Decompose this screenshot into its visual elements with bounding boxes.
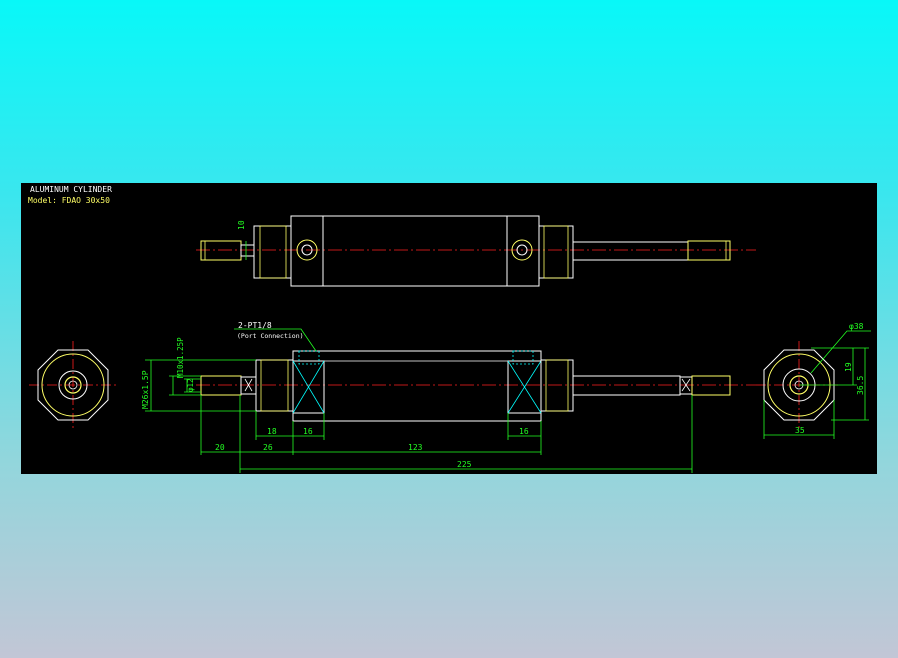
drawing-sheet: ALUMINUM CYLINDER Model: FDAO 30x50 10 (21, 183, 877, 474)
dim-19: 19 (844, 362, 853, 372)
cad-drawing: ALUMINUM CYLINDER Model: FDAO 30x50 10 (28, 185, 871, 473)
left-end-octagon (37, 349, 109, 421)
top-left-rod (200, 240, 242, 261)
top-right-port-hole (516, 244, 528, 256)
front-right-nut-inner (545, 359, 569, 412)
front-left-flat-x2 (292, 360, 325, 414)
front-right-rod-end (691, 375, 731, 396)
top-left-nut-inner (259, 225, 287, 279)
dim-26: 26 (263, 443, 273, 452)
dim-20: 20 (215, 443, 225, 452)
phi38-leader (810, 330, 871, 374)
front-right-flat-x2 (507, 360, 542, 414)
top-right-rod (572, 241, 689, 261)
left-end-view (29, 341, 116, 430)
model-label: Model: FDAO 30x50 (28, 196, 110, 205)
drawing-title: ALUMINUM CYLINDER (30, 185, 112, 194)
dim-16a: 16 (303, 427, 313, 436)
front-left-nut (255, 359, 294, 412)
left-end-core (68, 380, 78, 390)
front-left-rod (200, 375, 242, 396)
right-end-octagon (763, 349, 835, 421)
dim-phi38: φ38 (849, 322, 864, 331)
port-leader (234, 328, 317, 352)
port-spec-label: 2-PT1/8 (238, 321, 272, 330)
top-right-rod-end (687, 240, 731, 261)
left-end-mid-circle (58, 370, 88, 400)
front-right-port (512, 350, 534, 365)
right-end-view: φ38 19 36.5 35 (756, 322, 871, 439)
front-left-port (298, 350, 320, 365)
top-right-nut-inner (543, 225, 569, 279)
top-left-nut (253, 225, 292, 279)
dim-18: 18 (267, 427, 277, 436)
dim-123: 123 (408, 443, 423, 452)
top-left-neck (240, 244, 255, 257)
front-right-neck-x2 (681, 378, 691, 392)
top-right-port (511, 239, 533, 261)
front-left-nut-inner (260, 359, 289, 412)
left-end-outer-circle (41, 353, 105, 417)
top-view: 10 (196, 215, 756, 287)
port-note-label: (Port Connection) (237, 332, 304, 340)
dim-m10: M10x1.25P (176, 337, 185, 378)
dim-36-5: 36.5 (856, 376, 865, 395)
dim-16b: 16 (519, 427, 529, 436)
front-body (292, 350, 542, 422)
dim-rod-dia: 10 (237, 220, 246, 230)
dim-35: 35 (795, 426, 805, 435)
front-view: 2-PT1/8 (Port Connection) M26x1.5P M10x1… (141, 321, 756, 473)
top-body (290, 215, 540, 287)
top-left-port-hole (301, 244, 313, 256)
front-left-neck-x2 (244, 378, 253, 392)
left-end-inner-circle (64, 376, 82, 394)
dim-m26: M26x1.5P (141, 370, 150, 409)
left-vertical-dims (145, 359, 256, 412)
front-right-rod (572, 375, 681, 396)
dim-225: 225 (457, 460, 472, 469)
horizontal-dims (200, 395, 693, 473)
dim-phi12: φ12 (186, 378, 195, 392)
right-vertical-dims (763, 347, 869, 439)
front-left-wrench-flat (292, 360, 325, 414)
top-left-port (296, 239, 318, 261)
